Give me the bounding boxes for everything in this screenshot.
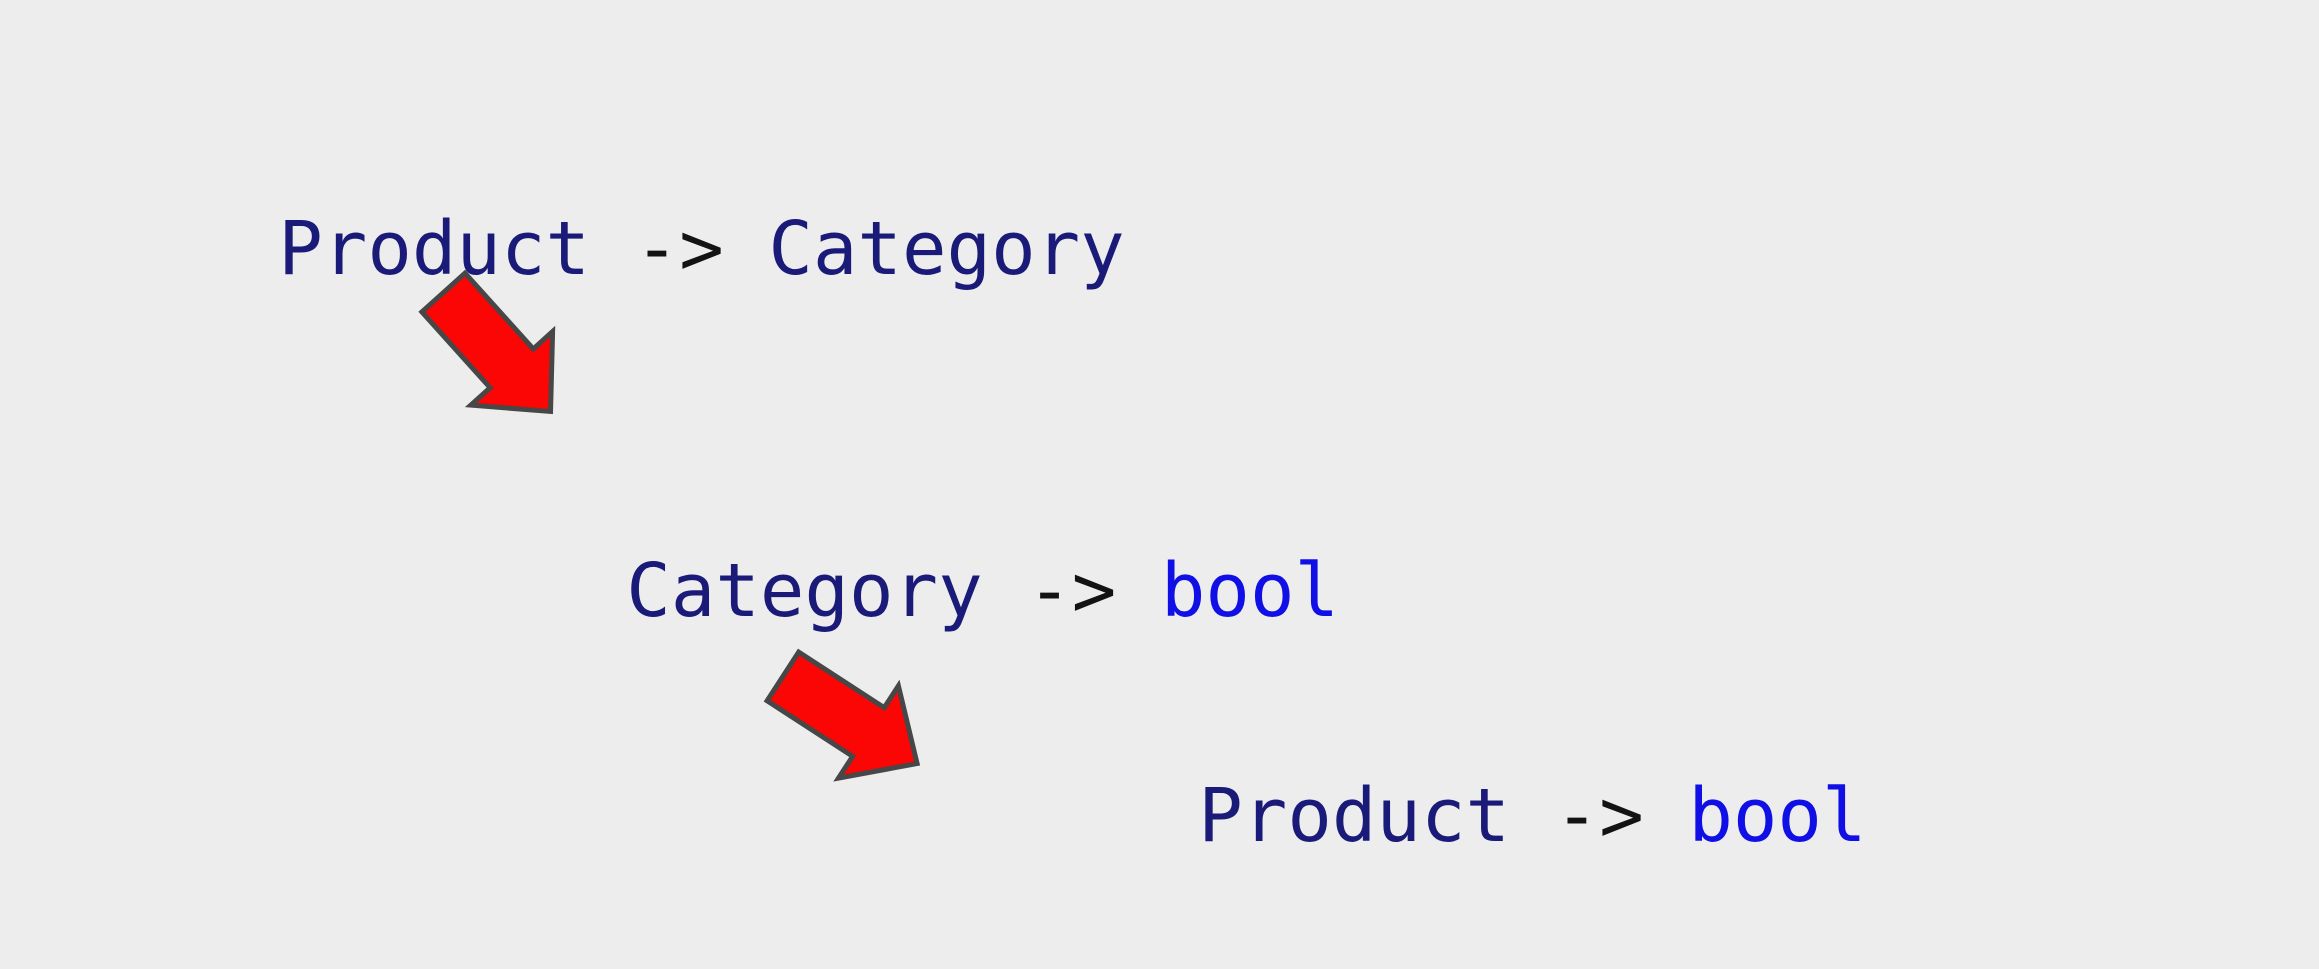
type-name-product: Product (1198, 773, 1511, 859)
arrow-operator: -> (982, 548, 1161, 634)
red-arrow-down-right-icon (418, 269, 556, 415)
expression-product-to-bool: Product -> bool (1020, 705, 1867, 927)
type-name-category: Category (626, 548, 983, 634)
red-arrow-shape (418, 269, 556, 415)
arrow-operator: -> (1510, 773, 1689, 859)
type-name-bool: bool (1688, 773, 1867, 859)
arrow-operator: -> (590, 206, 769, 292)
red-arrow-down-right-icon (763, 648, 921, 782)
red-arrow-shape (763, 648, 921, 782)
expression-product-to-category: Product -> Category (100, 138, 1125, 360)
expression-category-to-bool: Category -> bool (448, 480, 1339, 702)
type-name-bool: bool (1160, 548, 1340, 634)
type-name-product: Product (278, 206, 591, 292)
type-name-category: Category (768, 206, 1125, 292)
